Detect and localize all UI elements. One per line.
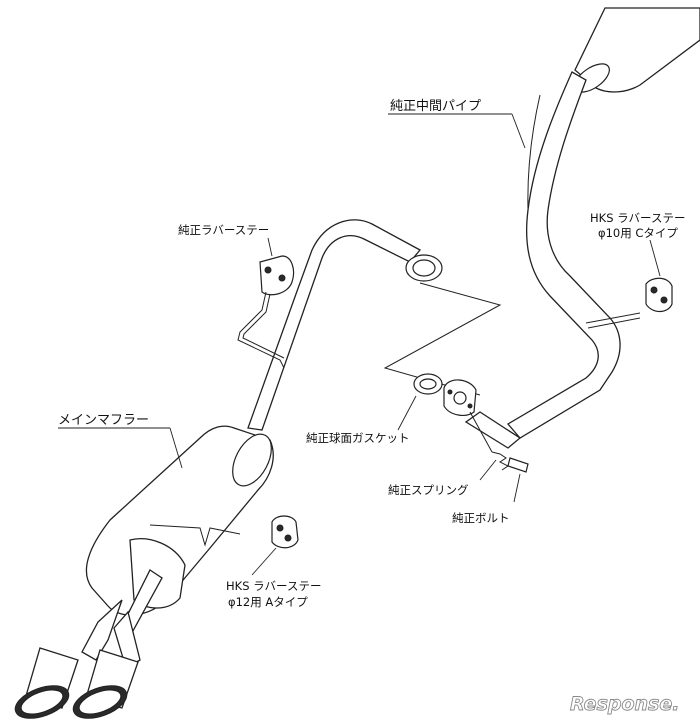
response-watermark: Response. [570,693,680,716]
label-ball-gasket: 純正球面ガスケット [306,431,410,445]
label-mid-pipe: 純正中間パイプ [390,99,481,114]
watermark-text: Response. [570,693,679,715]
label-hks-stay-a-2: φ12用 Aタイプ [228,595,308,609]
hks-stay-c-drawing [645,277,673,313]
joint-parts-drawing [413,373,529,473]
label-stock-rubber-stay: 純正ラバーステー [178,223,269,237]
label-spring: 純正スプリング [388,483,469,497]
oem-rubber-stay-drawing [237,255,295,369]
hks-stay-a-drawing [271,515,299,549]
label-main-muffler: メインマフラー [58,413,149,428]
mid-pipe-drawing [464,7,700,449]
main-muffler-drawing [81,425,274,669]
leader-lines [58,113,661,576]
label-hks-stay-c-2: φ10用 Cタイプ [598,226,678,240]
label-bolt: 純正ボルト [452,511,510,525]
label-hks-stay-a-1: HKS ラバーステー [226,579,321,593]
callout-labels: 純正中間パイプ 純正ラバーステー HKS ラバーステー φ10用 Cタイプ メイ… [58,99,685,609]
front-pipe-drawing [247,219,502,431]
label-hks-stay-c-1: HKS ラバーステー [590,211,685,225]
tailpipe-drawing [14,647,139,719]
